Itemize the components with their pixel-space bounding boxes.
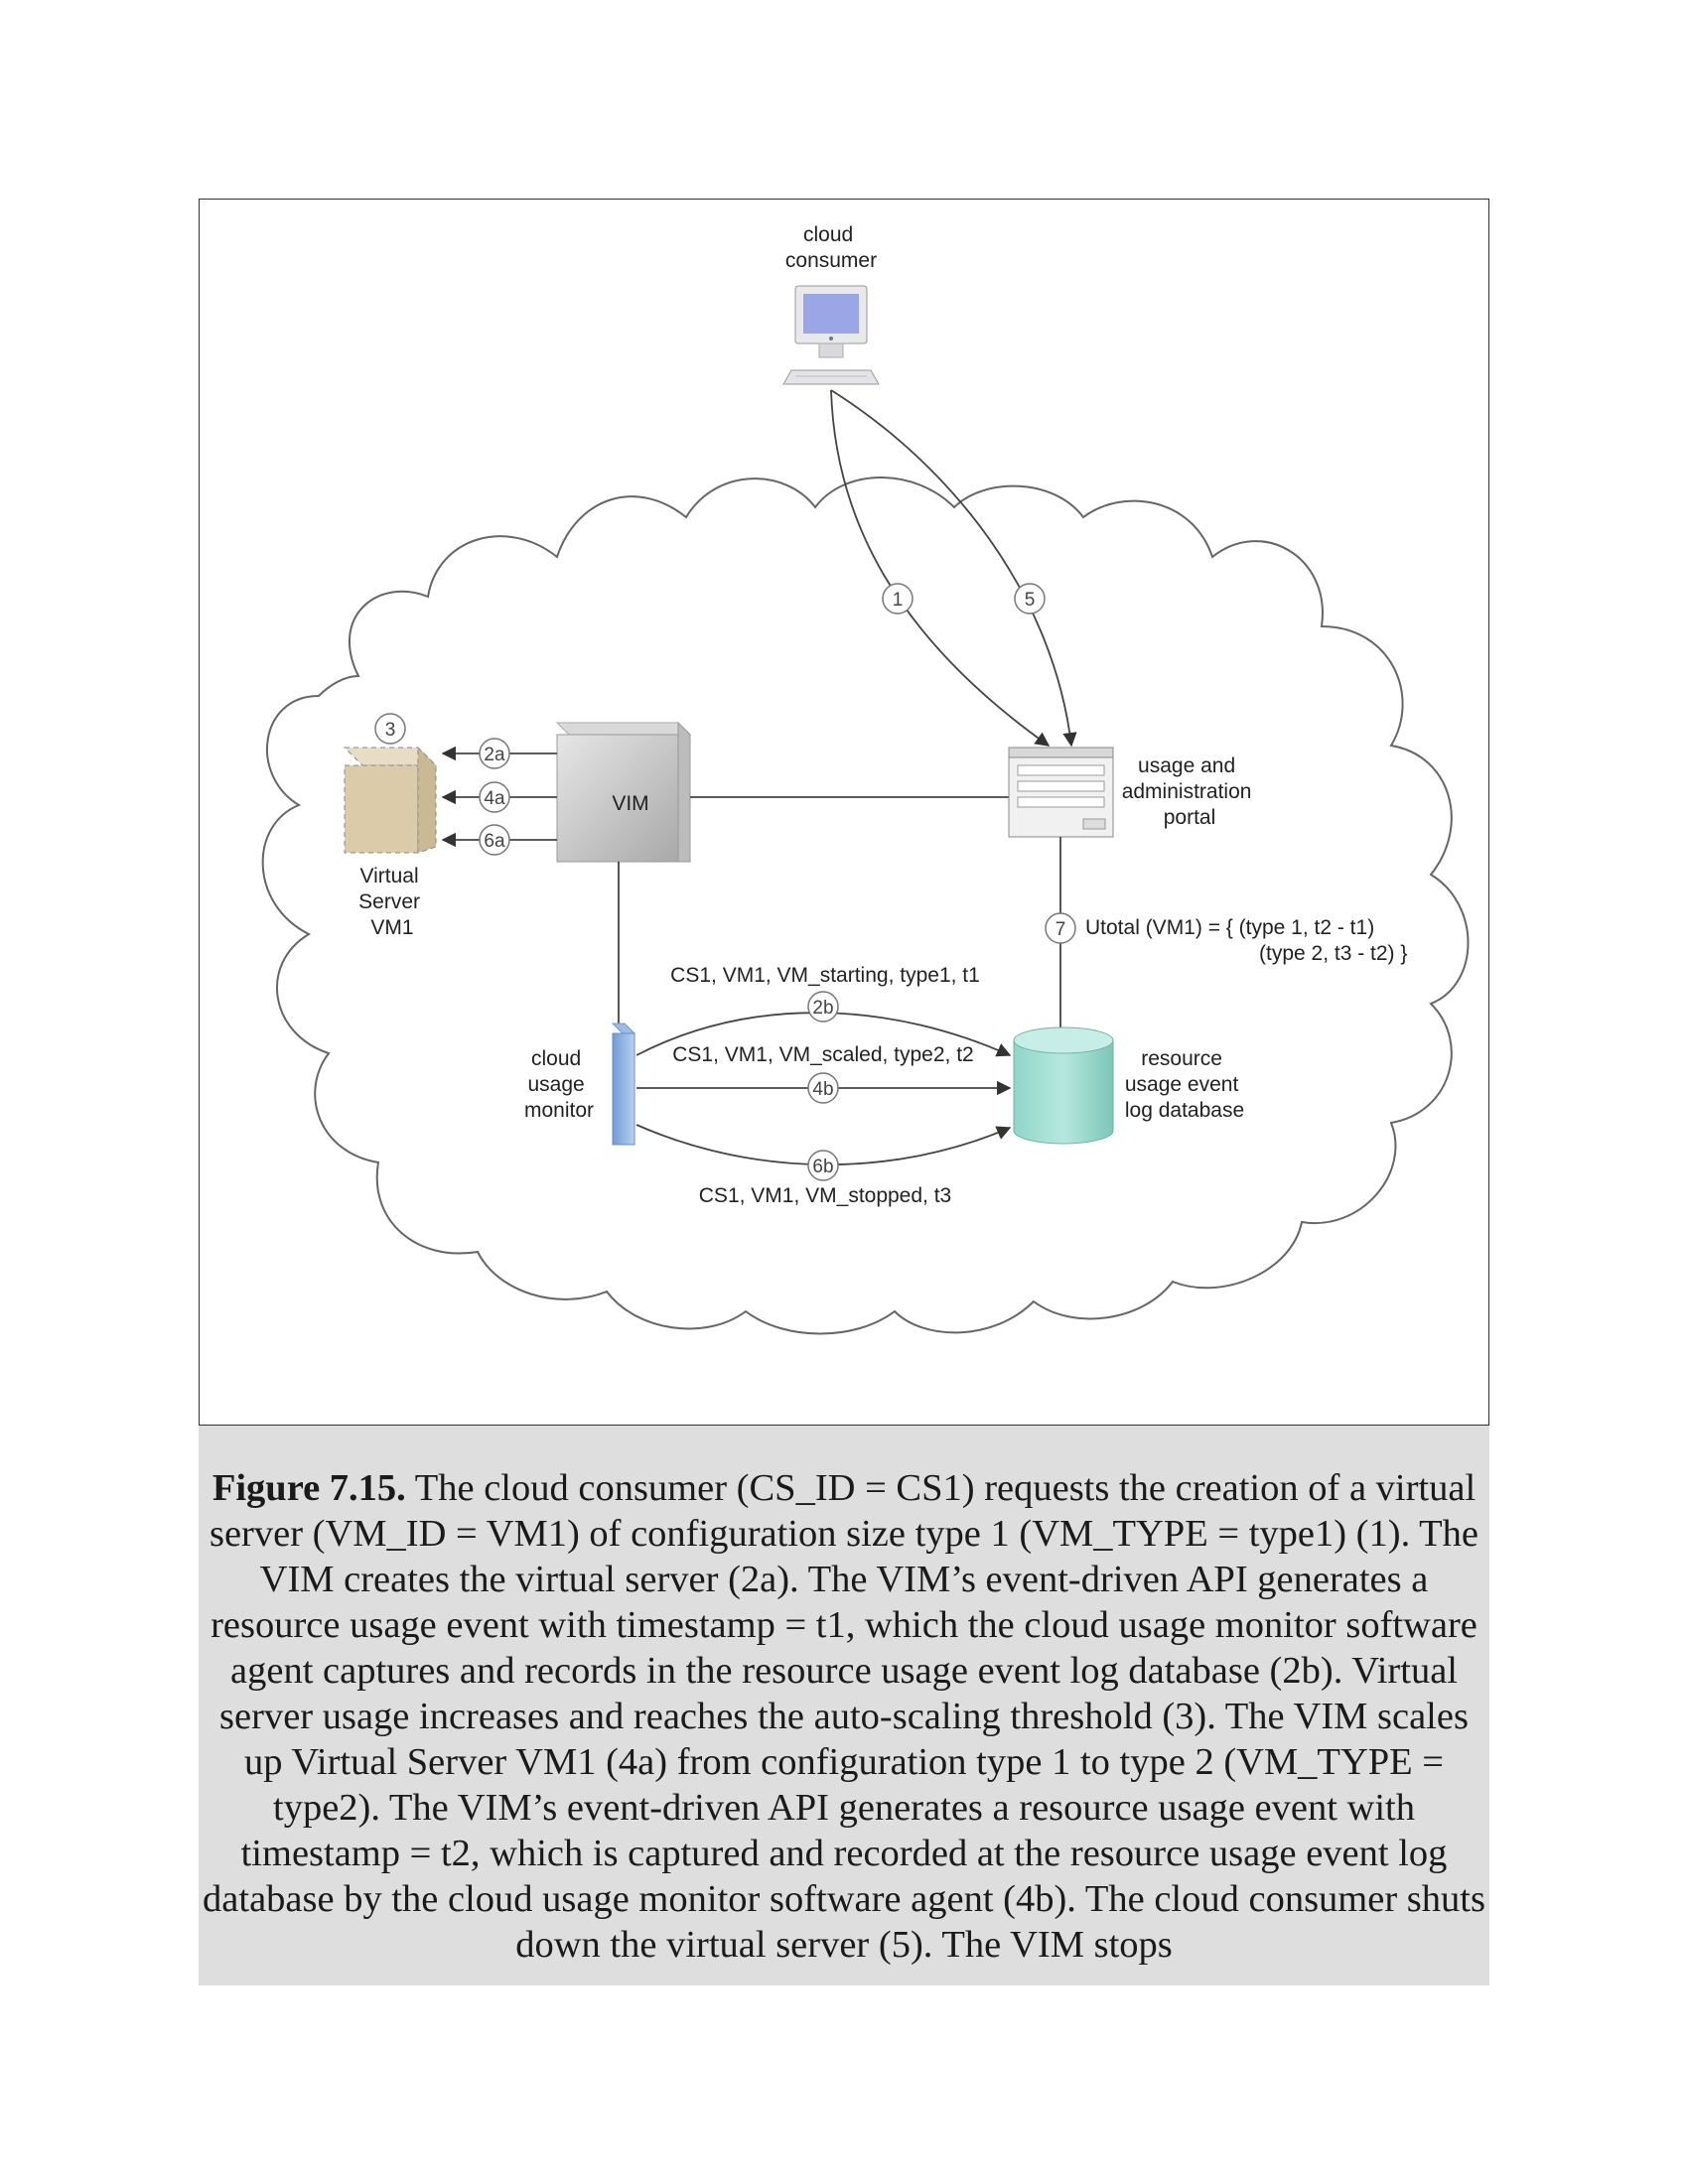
step-marker-2b: 2b bbox=[807, 991, 839, 1023]
vim-box bbox=[555, 721, 692, 863]
portal-label: usage and administration portal bbox=[1122, 754, 1258, 829]
step-marker-7: 7 bbox=[1045, 912, 1076, 944]
resource-usage-database-icon bbox=[1013, 1026, 1114, 1145]
step-marker-5: 5 bbox=[1014, 583, 1046, 614]
cloud-consumer-label: cloud consumer bbox=[785, 223, 877, 272]
svg-text:5: 5 bbox=[1025, 590, 1036, 611]
figure-caption: Figure 7.15. The cloud consumer (CS_ID =… bbox=[199, 1426, 1489, 1985]
virtual-server-icon bbox=[343, 746, 438, 854]
cloud-consumer-computer-icon bbox=[782, 285, 880, 385]
event-label-6b: CS1, VM1, VM_stopped, t3 bbox=[699, 1184, 951, 1207]
svg-text:2b: 2b bbox=[812, 998, 833, 1019]
caption-figure-label: Figure 7.15. bbox=[211, 1467, 406, 1509]
svg-text:7: 7 bbox=[1055, 919, 1066, 940]
svg-text:1: 1 bbox=[893, 590, 904, 611]
svg-text:4b: 4b bbox=[812, 1079, 833, 1100]
step-marker-1: 1 bbox=[882, 583, 914, 614]
utotal-formula-line-2: (type 2, t3 - t2) } bbox=[1259, 942, 1407, 965]
step-marker-3: 3 bbox=[374, 713, 406, 745]
virtual-server-label: Virtual Server VM1 bbox=[358, 865, 426, 939]
database-label: resource usage event log database bbox=[1125, 1047, 1244, 1122]
cloud-usage-monitor-icon bbox=[611, 1023, 636, 1146]
request-arrow-1 bbox=[830, 389, 1051, 747]
request-arrow-5 bbox=[830, 389, 1077, 748]
step-marker-4b: 4b bbox=[807, 1072, 839, 1104]
svg-text:3: 3 bbox=[385, 720, 396, 741]
event-label-2b: CS1, VM1, VM_starting, type1, t1 bbox=[670, 964, 980, 987]
step-markers: 1 5 3 2a 4a 6a 7 2b 4b 6b bbox=[374, 583, 1076, 1181]
step-marker-4a: 4a bbox=[479, 781, 510, 813]
portal-window-icon bbox=[1008, 747, 1114, 838]
svg-text:2a: 2a bbox=[484, 745, 505, 765]
step-marker-6b: 6b bbox=[807, 1150, 839, 1181]
svg-text:6b: 6b bbox=[812, 1157, 833, 1177]
cloud-boundary bbox=[261, 477, 1470, 1335]
utotal-formula-line-1: Utotal (VM1) = { (type 1, t2 - t1) bbox=[1085, 916, 1374, 939]
step-marker-2a: 2a bbox=[479, 738, 510, 769]
event-label-4b: CS1, VM1, VM_scaled, type2, t2 bbox=[672, 1043, 973, 1066]
svg-text:4a: 4a bbox=[484, 788, 505, 809]
architecture-diagram: cloud consumer VIM Virtual Server VM1 us… bbox=[261, 223, 1470, 1335]
caption-body: The cloud consumer (CS_ID = CS1) request… bbox=[203, 1467, 1485, 1966]
monitor-label: cloud usage monitor bbox=[524, 1047, 594, 1122]
figure-frame: cloud consumer VIM Virtual Server VM1 us… bbox=[199, 199, 1489, 1426]
vim-label: VIM bbox=[612, 792, 648, 815]
step-marker-6a: 6a bbox=[479, 824, 510, 856]
svg-text:6a: 6a bbox=[484, 831, 505, 852]
